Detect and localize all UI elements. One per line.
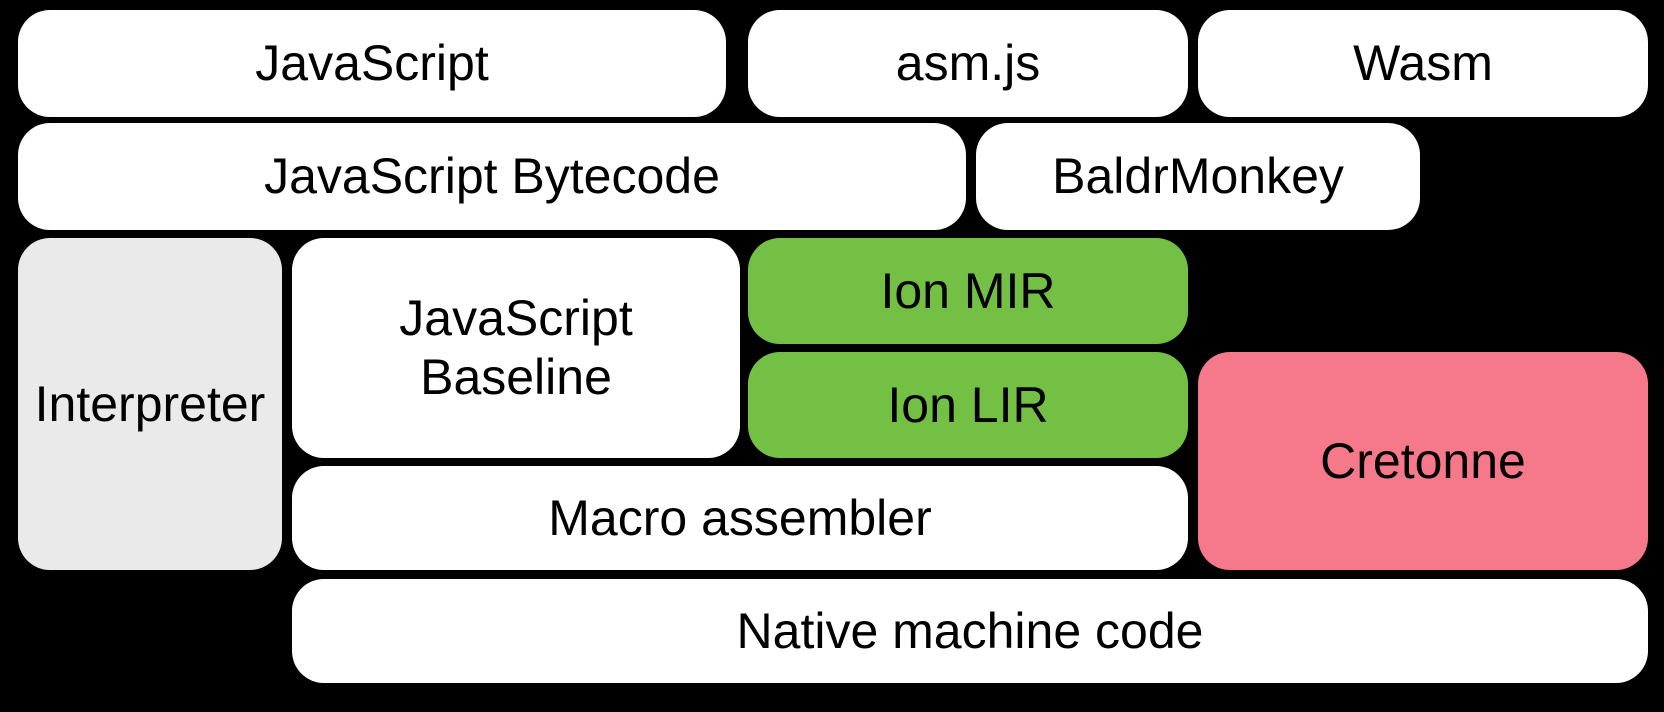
box-macro-assembler: Macro assembler <box>292 466 1188 570</box>
box-interpreter-label: Interpreter <box>34 375 266 432</box>
box-cretonne-label: Cretonne <box>1320 432 1526 489</box>
box-asmjs: asm.js <box>748 10 1188 117</box>
box-javascript-bytecode-label: JavaScript Bytecode <box>264 148 720 204</box>
box-javascript-bytecode: JavaScript Bytecode <box>18 123 966 230</box>
box-ion-mir: Ion MIR <box>748 238 1188 344</box>
box-javascript-label: JavaScript <box>255 35 489 91</box>
box-ion-lir-label: Ion LIR <box>887 376 1049 433</box>
box-javascript: JavaScript <box>18 10 726 117</box>
box-javascript-baseline-label: JavaScript Baseline <box>399 290 633 405</box>
box-baldrmonkey: BaldrMonkey <box>976 123 1420 230</box>
box-native-machine-code: Native machine code <box>292 579 1648 683</box>
box-asmjs-label: asm.js <box>895 35 1041 91</box>
box-cretonne: Cretonne <box>1198 352 1648 570</box>
box-wasm: Wasm <box>1198 10 1648 117</box>
box-ion-lir: Ion LIR <box>748 352 1188 458</box>
box-macro-assembler-label: Macro assembler <box>548 489 932 546</box>
box-interpreter: Interpreter <box>18 238 282 570</box>
box-wasm-label: Wasm <box>1353 35 1493 91</box>
box-baldrmonkey-label: BaldrMonkey <box>1052 148 1344 204</box>
box-javascript-baseline: JavaScript Baseline <box>292 238 740 458</box>
box-ion-mir-label: Ion MIR <box>880 262 1056 319</box>
box-native-machine-code-label: Native machine code <box>736 602 1204 659</box>
